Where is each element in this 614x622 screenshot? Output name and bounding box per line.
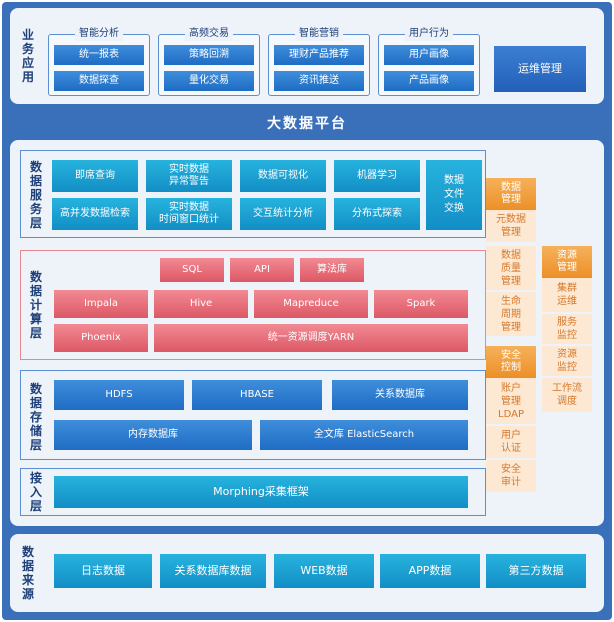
storage-button[interactable]: 关系数据库	[332, 380, 468, 410]
security-control-header: 安全 控制	[486, 346, 536, 378]
storage-button[interactable]: HBASE	[192, 380, 322, 410]
app-group-4: 用户行为 用户画像 产品画像	[378, 27, 480, 96]
app-group-title: 智能分析	[75, 27, 123, 41]
app-group-title: 智能营销	[295, 27, 343, 41]
compute-button[interactable]: Hive	[154, 290, 248, 318]
compute-button[interactable]: API	[230, 258, 294, 282]
service-button[interactable]: 机器学习	[334, 160, 420, 192]
app-layer-label: 业务应用	[21, 28, 34, 84]
morphing-framework-button[interactable]: Morphing采集框架	[54, 476, 468, 508]
app-item-button[interactable]: 理财产品推荐	[274, 45, 364, 65]
data-management-item[interactable]: 元数据 管理	[486, 210, 536, 242]
app-group-title: 用户行为	[405, 27, 453, 41]
security-control-item[interactable]: 用户 认证	[486, 426, 536, 458]
resource-management-item[interactable]: 服务 监控	[542, 314, 592, 344]
app-item-button[interactable]: 资讯推送	[274, 71, 364, 91]
service-button[interactable]: 分布式探索	[334, 198, 420, 230]
data-source-button[interactable]: APP数据	[380, 554, 480, 588]
data-source-panel: 数据来源 日志数据 关系数据库数据 WEB数据 APP数据 第三方数据	[10, 534, 604, 612]
app-layer-panel: 业务应用 智能分析 统一报表 数据探查 高频交易 策略回溯 量化交易 智能营销 …	[10, 8, 604, 104]
service-button[interactable]: 交互统计分析	[240, 198, 326, 230]
data-source-button[interactable]: 第三方数据	[486, 554, 586, 588]
storage-button[interactable]: HDFS	[54, 380, 184, 410]
resource-management-header: 资源 管理	[542, 246, 592, 278]
security-control-item[interactable]: 安全 审计	[486, 460, 536, 492]
app-group-2: 高频交易 策略回溯 量化交易	[158, 27, 260, 96]
resource-management-item[interactable]: 资源 监控	[542, 346, 592, 376]
compute-button[interactable]: Phoenix	[54, 324, 148, 352]
service-button[interactable]: 实时数据 异常警告	[146, 160, 232, 192]
app-item-button[interactable]: 统一报表	[54, 45, 144, 65]
data-source-label: 数据来源	[21, 545, 34, 601]
compute-layer-label: 数据计算层	[29, 270, 42, 340]
data-source-button[interactable]: WEB数据	[274, 554, 374, 588]
ingest-layer-box	[20, 468, 486, 516]
service-button[interactable]: 实时数据 时间窗口统计	[146, 198, 232, 230]
ingest-layer-label: 接入层	[29, 471, 42, 513]
app-item-button[interactable]: 用户画像	[384, 45, 474, 65]
data-source-button[interactable]: 关系数据库数据	[160, 554, 266, 588]
storage-button[interactable]: 内存数据库	[54, 420, 252, 450]
storage-button[interactable]: 全文库 ElasticSearch	[260, 420, 468, 450]
compute-button[interactable]: 算法库	[300, 258, 364, 282]
app-item-button[interactable]: 策略回溯	[164, 45, 254, 65]
storage-layer-box	[20, 370, 486, 460]
data-exchange-button[interactable]: 数据 文件 交换	[426, 160, 482, 230]
ops-management-button[interactable]: 运维管理	[494, 46, 586, 92]
app-item-button[interactable]: 数据探查	[54, 71, 144, 91]
service-layer-box	[20, 150, 486, 238]
data-management-item[interactable]: 生命 周期 管理	[486, 292, 536, 336]
platform-title: 大数据平台	[267, 116, 347, 132]
resource-management-item[interactable]: 工作流 调度	[542, 378, 592, 412]
service-button[interactable]: 高并发数据检索	[52, 198, 138, 230]
app-item-button[interactable]: 产品画像	[384, 71, 474, 91]
yarn-button[interactable]: 统一资源调度YARN	[154, 324, 468, 352]
data-source-button[interactable]: 日志数据	[54, 554, 152, 588]
service-layer-label: 数据服务层	[29, 160, 42, 230]
compute-button[interactable]: Impala	[54, 290, 148, 318]
compute-button[interactable]: Spark	[374, 290, 468, 318]
data-management-header: 数据 管理	[486, 178, 536, 210]
security-control-item[interactable]: 账户 管理 LDAP	[486, 378, 536, 424]
app-group-3: 智能营销 理财产品推荐 资讯推送	[268, 27, 370, 96]
service-button[interactable]: 数据可视化	[240, 160, 326, 192]
compute-button[interactable]: SQL	[160, 258, 224, 282]
app-item-button[interactable]: 量化交易	[164, 71, 254, 91]
platform-panel: 数据服务层 即席查询 实时数据 异常警告 数据可视化 机器学习 高并发数据检索 …	[10, 140, 604, 526]
service-button[interactable]: 即席查询	[52, 160, 138, 192]
compute-button[interactable]: Mapreduce	[254, 290, 368, 318]
storage-layer-label: 数据存储层	[29, 382, 42, 452]
app-group-title: 高频交易	[185, 27, 233, 41]
compute-layer-box	[20, 250, 486, 360]
data-management-item[interactable]: 数据 质量 管理	[486, 246, 536, 290]
resource-management-item[interactable]: 集群 运维	[542, 278, 592, 312]
app-group-1: 智能分析 统一报表 数据探查	[48, 27, 150, 96]
